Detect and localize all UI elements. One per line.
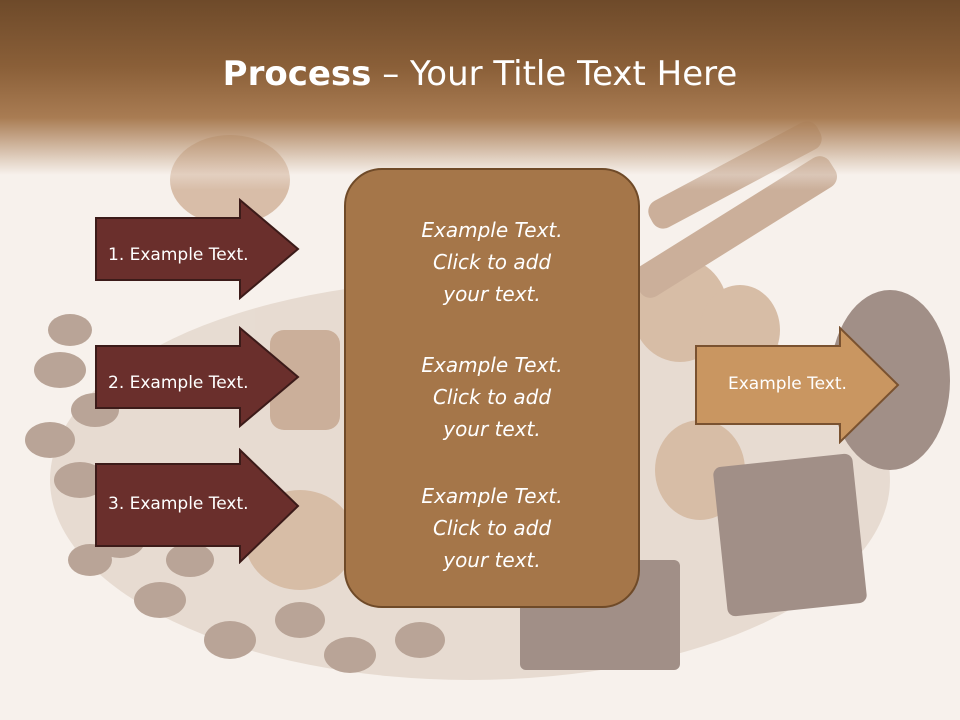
right-arrow-label: Example Text. bbox=[728, 374, 847, 394]
right-arrow[interactable]: Example Text. bbox=[694, 325, 900, 445]
arrow-shape-icon bbox=[695, 325, 900, 445]
panel-text-block-1: Example Text. Click to add your text. bbox=[346, 214, 638, 310]
arrow-shape-icon bbox=[95, 325, 300, 429]
left-arrow-1[interactable]: 1. Example Text. bbox=[94, 197, 300, 301]
left-arrow-2-label: 2. Example Text. bbox=[108, 373, 249, 393]
left-arrow-3-label: 3. Example Text. bbox=[108, 494, 249, 514]
title-rest: Your Title Text Here bbox=[410, 54, 738, 94]
panel-text-block-2: Example Text. Click to add your text. bbox=[346, 349, 638, 445]
panel-block-1-line-3: your text. bbox=[443, 282, 541, 306]
panel-text-block-3: Example Text. Click to add your text. bbox=[346, 480, 638, 576]
header-band bbox=[0, 0, 960, 190]
left-arrow-2[interactable]: 2. Example Text. bbox=[94, 325, 300, 429]
arrow-shape-icon bbox=[95, 447, 300, 565]
left-arrow-3[interactable]: 3. Example Text. bbox=[94, 447, 300, 565]
title-bold: Process bbox=[222, 54, 372, 94]
panel-block-3-line-3: your text. bbox=[443, 548, 541, 572]
panel-block-1-line-2: Click to add bbox=[432, 250, 552, 274]
title-dash: – bbox=[371, 54, 411, 94]
panel-block-3-line-2: Click to add bbox=[432, 516, 552, 540]
center-text-panel[interactable]: Example Text. Click to add your text. Ex… bbox=[344, 168, 640, 608]
arrow-shape-icon bbox=[95, 197, 300, 301]
panel-block-3-line-1: Example Text. bbox=[421, 484, 563, 508]
slide-title[interactable]: Process – Your Title Text Here bbox=[0, 50, 960, 98]
panel-block-2-line-2: Click to add bbox=[432, 385, 552, 409]
panel-block-2-line-1: Example Text. bbox=[421, 353, 563, 377]
panel-block-1-line-1: Example Text. bbox=[421, 218, 563, 242]
left-arrow-1-label: 1. Example Text. bbox=[108, 245, 249, 265]
panel-block-2-line-3: your text. bbox=[443, 417, 541, 441]
